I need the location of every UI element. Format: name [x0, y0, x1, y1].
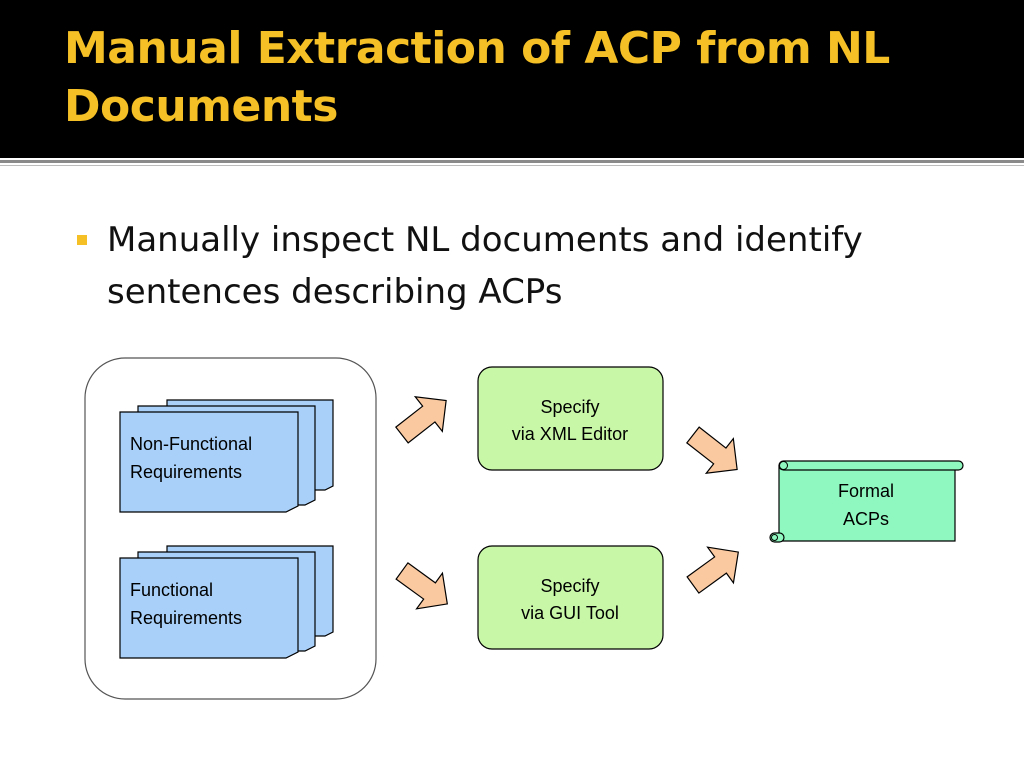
document-stack-non-functional: Non-Functional Requirements [119, 399, 334, 513]
output-label-line2: ACPs [843, 509, 889, 529]
document-label-line2: Requirements [130, 462, 242, 482]
title-divider [0, 160, 1024, 163]
document-stack-functional: Functional Requirements [119, 545, 334, 659]
title-divider-thin [0, 165, 1024, 166]
document-label-line1: Non-Functional [130, 434, 252, 454]
slide-title: Manual Extraction of ACP from NL Documen… [64, 23, 890, 132]
document-label-line2: Requirements [130, 608, 242, 628]
arrow-to-gui-tool-icon [395, 562, 448, 610]
process-gui-tool: Specify via GUI Tool [477, 545, 664, 650]
process-label-line1: Specify [540, 397, 599, 417]
process-xml-editor: Specify via XML Editor [477, 366, 664, 471]
output-label-line1: Formal [838, 481, 894, 501]
arrow-xml-to-output-icon [686, 426, 738, 475]
process-label-line2: via XML Editor [512, 424, 628, 444]
bullet-text: Manually inspect NL documents and identi… [107, 220, 863, 312]
bullet-marker-icon [77, 235, 87, 245]
process-label-line2: via GUI Tool [521, 603, 619, 623]
document-label-line1: Functional [130, 580, 213, 600]
process-label-line1: Specify [540, 576, 599, 596]
title-bar [0, 0, 1024, 158]
output-formal-acps: Formal ACPs [769, 460, 964, 543]
arrow-gui-to-output-icon [686, 546, 739, 594]
arrow-to-xml-editor-icon [395, 395, 447, 444]
